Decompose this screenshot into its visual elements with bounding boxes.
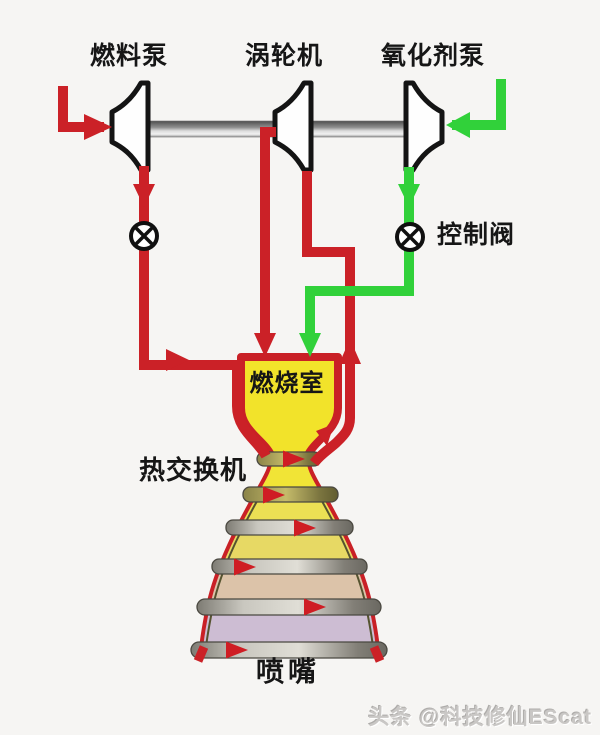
control-valve-icon	[395, 222, 425, 252]
fuel-feed-arrow	[166, 349, 189, 371]
fuel-valve-icon	[129, 221, 159, 251]
oxidizer-line	[299, 79, 506, 357]
turbine-label: 涡轮机	[244, 42, 324, 70]
oxidizer-pump-symbol	[403, 80, 445, 173]
oxidizer-chamber-arrow	[299, 333, 321, 357]
fuel-pump-out-arrow	[133, 184, 155, 207]
heat-exchanger-label: 热交换机	[139, 455, 248, 485]
nozzle-label: 喷嘴	[255, 656, 321, 687]
oxidizer-pump-label: 氧化剂泵	[380, 42, 486, 70]
oxidizer-inlet-arrow	[446, 112, 470, 138]
band-flow-arrows	[226, 450, 326, 659]
fuel-pump-symbol	[109, 80, 151, 173]
fuel-inlet-arrow	[84, 114, 112, 140]
watermark: 头条 @科技修仙EScat	[368, 706, 592, 729]
nozzle-bell-outline	[205, 491, 374, 649]
control-valve-label: 控制阀	[437, 221, 516, 249]
combustion-chamber-label: 燃烧室	[249, 370, 325, 397]
coolant-return-arrow	[339, 339, 361, 364]
fuel-line	[58, 86, 385, 663]
turbine-symbol	[272, 80, 314, 173]
coolant-bend-arrow	[316, 424, 334, 446]
fuel-pump-label: 燃料泵	[89, 42, 169, 70]
oxidizer-pump-out-arrow	[398, 184, 420, 207]
turbine-exhaust-arrow	[254, 333, 276, 357]
